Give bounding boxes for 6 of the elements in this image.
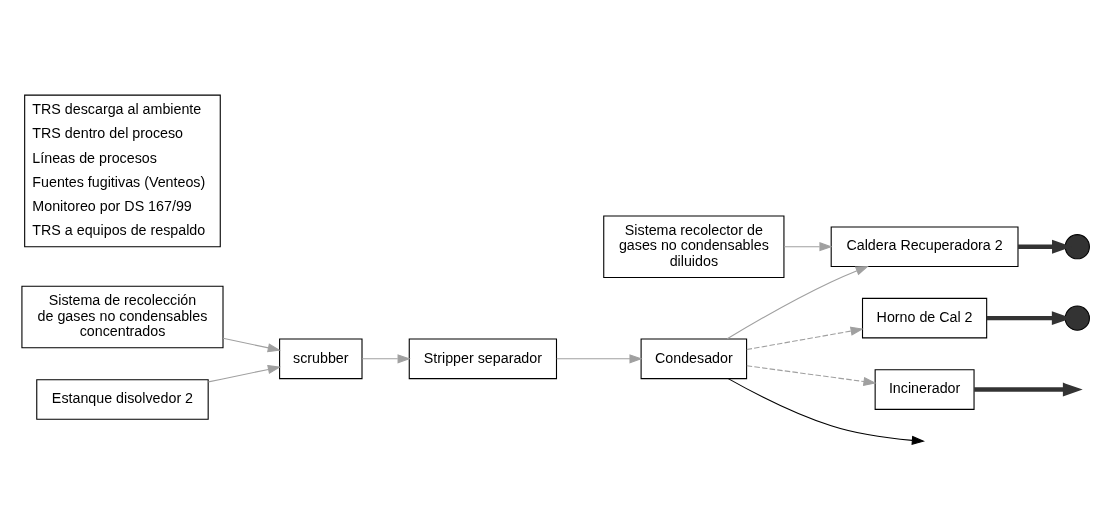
legend-label: Monitoreo por DS 167/99 <box>32 197 192 214</box>
legend-label: Fuentes fugitivas (Venteos) <box>32 173 206 190</box>
legend-label: TRS dentro del proceso <box>32 124 184 141</box>
legend-label: TRS a equipos de respaldo <box>32 221 206 238</box>
legend-label: TRS descarga al ambiente <box>32 100 202 117</box>
legend-label: Líneas de procesos <box>32 149 157 166</box>
